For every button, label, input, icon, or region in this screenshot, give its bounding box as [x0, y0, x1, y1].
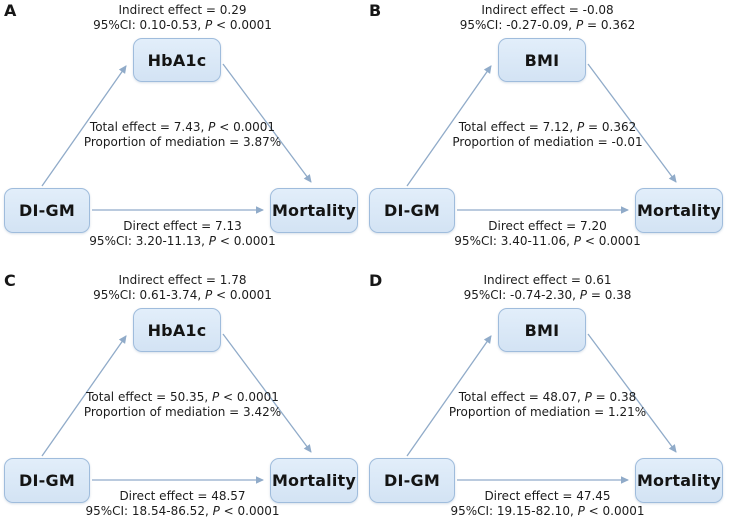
panel-a: A Indirect effect = 0.29 95%CI: 0.10-0.5…	[0, 0, 365, 262]
indirect-effect-ci: 95%CI: -0.27-0.09, P = 0.362	[459, 18, 636, 32]
direct-effect-text: Direct effect = 47.45 95%CI: 19.15-82.10…	[375, 489, 720, 519]
direct-effect-ci: 95%CI: 3.20-11.13, P < 0.0001	[89, 234, 276, 248]
direct-effect-ci: 95%CI: 3.40-11.06, P < 0.0001	[454, 234, 641, 248]
direct-effect-ci: 95%CI: 18.54-86.52, P < 0.0001	[85, 504, 280, 518]
direct-effect-value: Direct effect = 7.20	[488, 219, 607, 233]
indirect-effect-text: Indirect effect = 0.61 95%CI: -0.74-2.30…	[375, 273, 720, 303]
outcome-node: Mortality	[270, 188, 358, 233]
total-effect-value: Total effect = 50.35, P < 0.0001	[86, 390, 279, 404]
arrow-exposure-to-mediator	[406, 335, 492, 457]
direct-effect-value: Direct effect = 47.45	[484, 489, 611, 503]
exposure-node: DI-GM	[4, 458, 90, 503]
indirect-effect-text: Indirect effect = 1.78 95%CI: 0.61-3.74,…	[10, 273, 355, 303]
direct-effect-value: Direct effect = 48.57	[119, 489, 246, 503]
indirect-effect-text: Indirect effect = 0.29 95%CI: 0.10-0.53,…	[10, 3, 355, 33]
mediator-node: HbA1c	[133, 38, 221, 82]
direct-effect-text: Direct effect = 7.20 95%CI: 3.40-11.06, …	[375, 219, 720, 249]
indirect-effect-value: Indirect effect = 0.29	[118, 3, 247, 17]
mediation-arrows	[41, 333, 312, 484]
panel-label: D	[369, 271, 383, 290]
panel-label: A	[4, 1, 17, 20]
exposure-node: DI-GM	[369, 188, 455, 233]
arrow-exposure-to-mediator	[41, 65, 127, 187]
arrow-exposure-to-mediator	[41, 335, 127, 457]
mediator-node: HbA1c	[133, 308, 221, 352]
total-effect-text: Total effect = 7.43, P < 0.0001 Proporti…	[10, 120, 355, 150]
panel-label: B	[369, 1, 382, 20]
total-effect-text: Total effect = 50.35, P < 0.0001 Proport…	[10, 390, 355, 420]
panel-c: C Indirect effect = 1.78 95%CI: 0.61-3.7…	[0, 262, 365, 525]
panel-d: D Indirect effect = 0.61 95%CI: -0.74-2.…	[365, 262, 730, 525]
exposure-node: DI-GM	[369, 458, 455, 503]
panel-b: B Indirect effect = -0.08 95%CI: -0.27-0…	[365, 0, 730, 262]
indirect-effect-ci: 95%CI: -0.74-2.30, P = 0.38	[463, 288, 632, 302]
mediation-proportion: Proportion of mediation = -0.01	[452, 135, 643, 149]
total-effect-value: Total effect = 7.43, P < 0.0001	[89, 120, 276, 134]
direct-effect-value: Direct effect = 7.13	[123, 219, 242, 233]
outcome-node: Mortality	[635, 458, 723, 503]
direct-effect-text: Direct effect = 48.57 95%CI: 18.54-86.52…	[10, 489, 355, 519]
arrow-mediator-to-outcome	[222, 333, 312, 453]
arrow-mediator-to-outcome	[587, 333, 677, 453]
direct-effect-text: Direct effect = 7.13 95%CI: 3.20-11.13, …	[10, 219, 355, 249]
indirect-effect-ci: 95%CI: 0.10-0.53, P < 0.0001	[93, 18, 272, 32]
indirect-effect-text: Indirect effect = -0.08 95%CI: -0.27-0.0…	[375, 3, 720, 33]
mediation-arrows	[406, 333, 677, 484]
direct-effect-ci: 95%CI: 19.15-82.10, P < 0.0001	[450, 504, 645, 518]
mediation-proportion: Proportion of mediation = 3.42%	[83, 405, 282, 419]
exposure-node: DI-GM	[4, 188, 90, 233]
total-effect-value: Total effect = 48.07, P = 0.38	[458, 390, 637, 404]
indirect-effect-value: Indirect effect = 0.61	[483, 273, 612, 287]
mediation-arrows	[406, 63, 677, 214]
indirect-effect-ci: 95%CI: 0.61-3.74, P < 0.0001	[93, 288, 272, 302]
outcome-node: Mortality	[635, 188, 723, 233]
total-effect-text: Total effect = 7.12, P = 0.362 Proportio…	[375, 120, 720, 150]
arrow-mediator-to-outcome	[587, 63, 677, 183]
total-effect-text: Total effect = 48.07, P = 0.38 Proportio…	[375, 390, 720, 420]
mediation-arrows	[41, 63, 312, 214]
indirect-effect-value: Indirect effect = 1.78	[118, 273, 247, 287]
arrow-mediator-to-outcome	[222, 63, 312, 183]
mediation-proportion: Proportion of mediation = 3.87%	[83, 135, 282, 149]
total-effect-value: Total effect = 7.12, P = 0.362	[458, 120, 637, 134]
mediation-proportion: Proportion of mediation = 1.21%	[448, 405, 647, 419]
outcome-node: Mortality	[270, 458, 358, 503]
indirect-effect-value: Indirect effect = -0.08	[481, 3, 614, 17]
panel-label: C	[4, 271, 16, 290]
mediator-node: BMI	[498, 38, 586, 82]
arrow-exposure-to-mediator	[406, 65, 492, 187]
mediator-node: BMI	[498, 308, 586, 352]
